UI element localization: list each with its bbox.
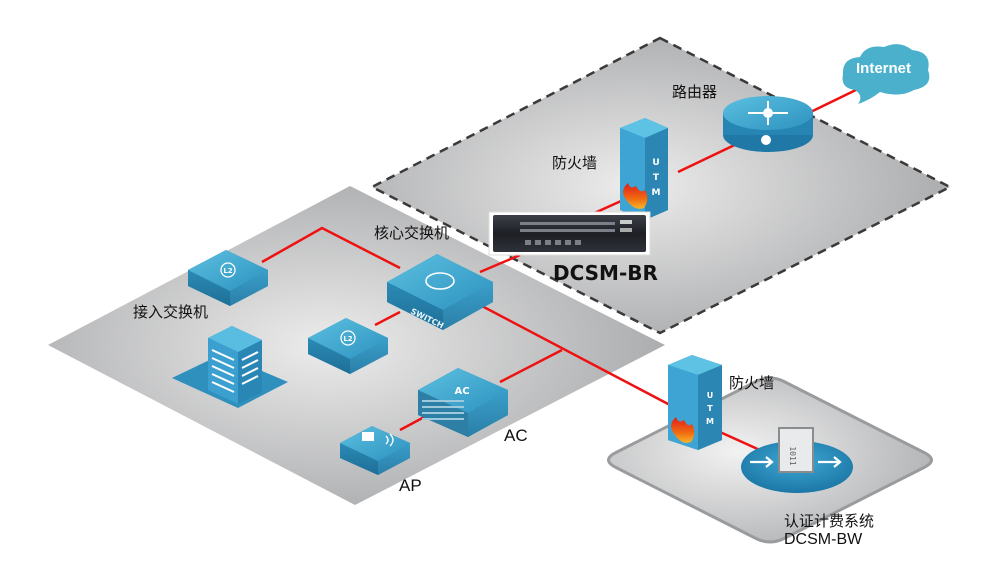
dcsm-bw-label: DCSM-BW [784, 531, 863, 548]
ap-screen-icon [362, 432, 374, 441]
link-dcsmbr-core [479, 253, 521, 274]
svg-text:M: M [706, 417, 714, 426]
billing-system[interactable]: 1011 [741, 427, 853, 493]
svg-text:L2: L2 [223, 267, 232, 275]
l2-icon [220, 262, 236, 278]
port-panel-icon [520, 220, 632, 245]
flame-icon [671, 417, 695, 443]
l2-icon [340, 330, 356, 346]
internet-cloud[interactable] [842, 44, 930, 104]
access-point[interactable] [340, 426, 410, 475]
router-label: 路由器 [672, 83, 718, 101]
access-switch-label: 接入交换机 [133, 303, 209, 321]
router[interactable] [723, 96, 813, 152]
svg-text:T: T [653, 173, 660, 183]
access-switch-2[interactable]: L2 [308, 318, 388, 374]
document-icon [778, 427, 814, 473]
firewall-bottom-label: 防火墙 [729, 374, 775, 392]
links [261, 86, 861, 453]
ac-controller[interactable]: AC [418, 368, 508, 437]
grid-ports-icon [422, 400, 464, 420]
svg-text:T: T [707, 404, 713, 413]
link-core-access2 [374, 310, 401, 327]
building[interactable] [172, 326, 288, 408]
link-core-firewall-bottom [479, 303, 671, 407]
core-switch-hub-icon [425, 272, 455, 290]
link-core-access1 [261, 226, 401, 270]
firewall-bottom[interactable]: U T M [668, 355, 722, 450]
core-switch-label: 核心交换机 [374, 224, 450, 242]
svg-text:L2: L2 [343, 335, 352, 343]
core-switch[interactable]: SWITCH [387, 254, 493, 330]
utm-label: U [652, 158, 659, 168]
link-firewall-billing [719, 430, 763, 453]
firewall-top[interactable]: U T M [620, 118, 668, 220]
wifi-icon [385, 433, 394, 447]
svg-text:1011: 1011 [788, 446, 797, 465]
internet-label: Internet [856, 60, 912, 77]
dcsm-br-label: DCSM-BR [553, 261, 658, 285]
flame-icon [623, 183, 648, 209]
svg-text:M: M [652, 188, 661, 198]
svg-text:AC: AC [454, 386, 469, 397]
access-switch-1[interactable]: L2 [188, 250, 268, 306]
router-badge-icon [761, 135, 771, 145]
link-ac-ap [399, 413, 429, 432]
arrow-out-icon [818, 456, 842, 468]
ac-label: AC [504, 426, 528, 445]
ap-label: AP [399, 476, 422, 495]
building-windows-icon [211, 349, 259, 393]
svg-text:U: U [707, 391, 714, 400]
arrow-in-icon [750, 456, 774, 468]
firewall-top-label: 防火墙 [552, 154, 598, 172]
router-arrows-icon [748, 101, 788, 125]
dcsm-br-device[interactable] [488, 211, 651, 256]
billing-system-label: 认证计费系统 [784, 512, 875, 530]
cloud-icon [842, 44, 930, 104]
link-junction-ac [499, 348, 563, 384]
